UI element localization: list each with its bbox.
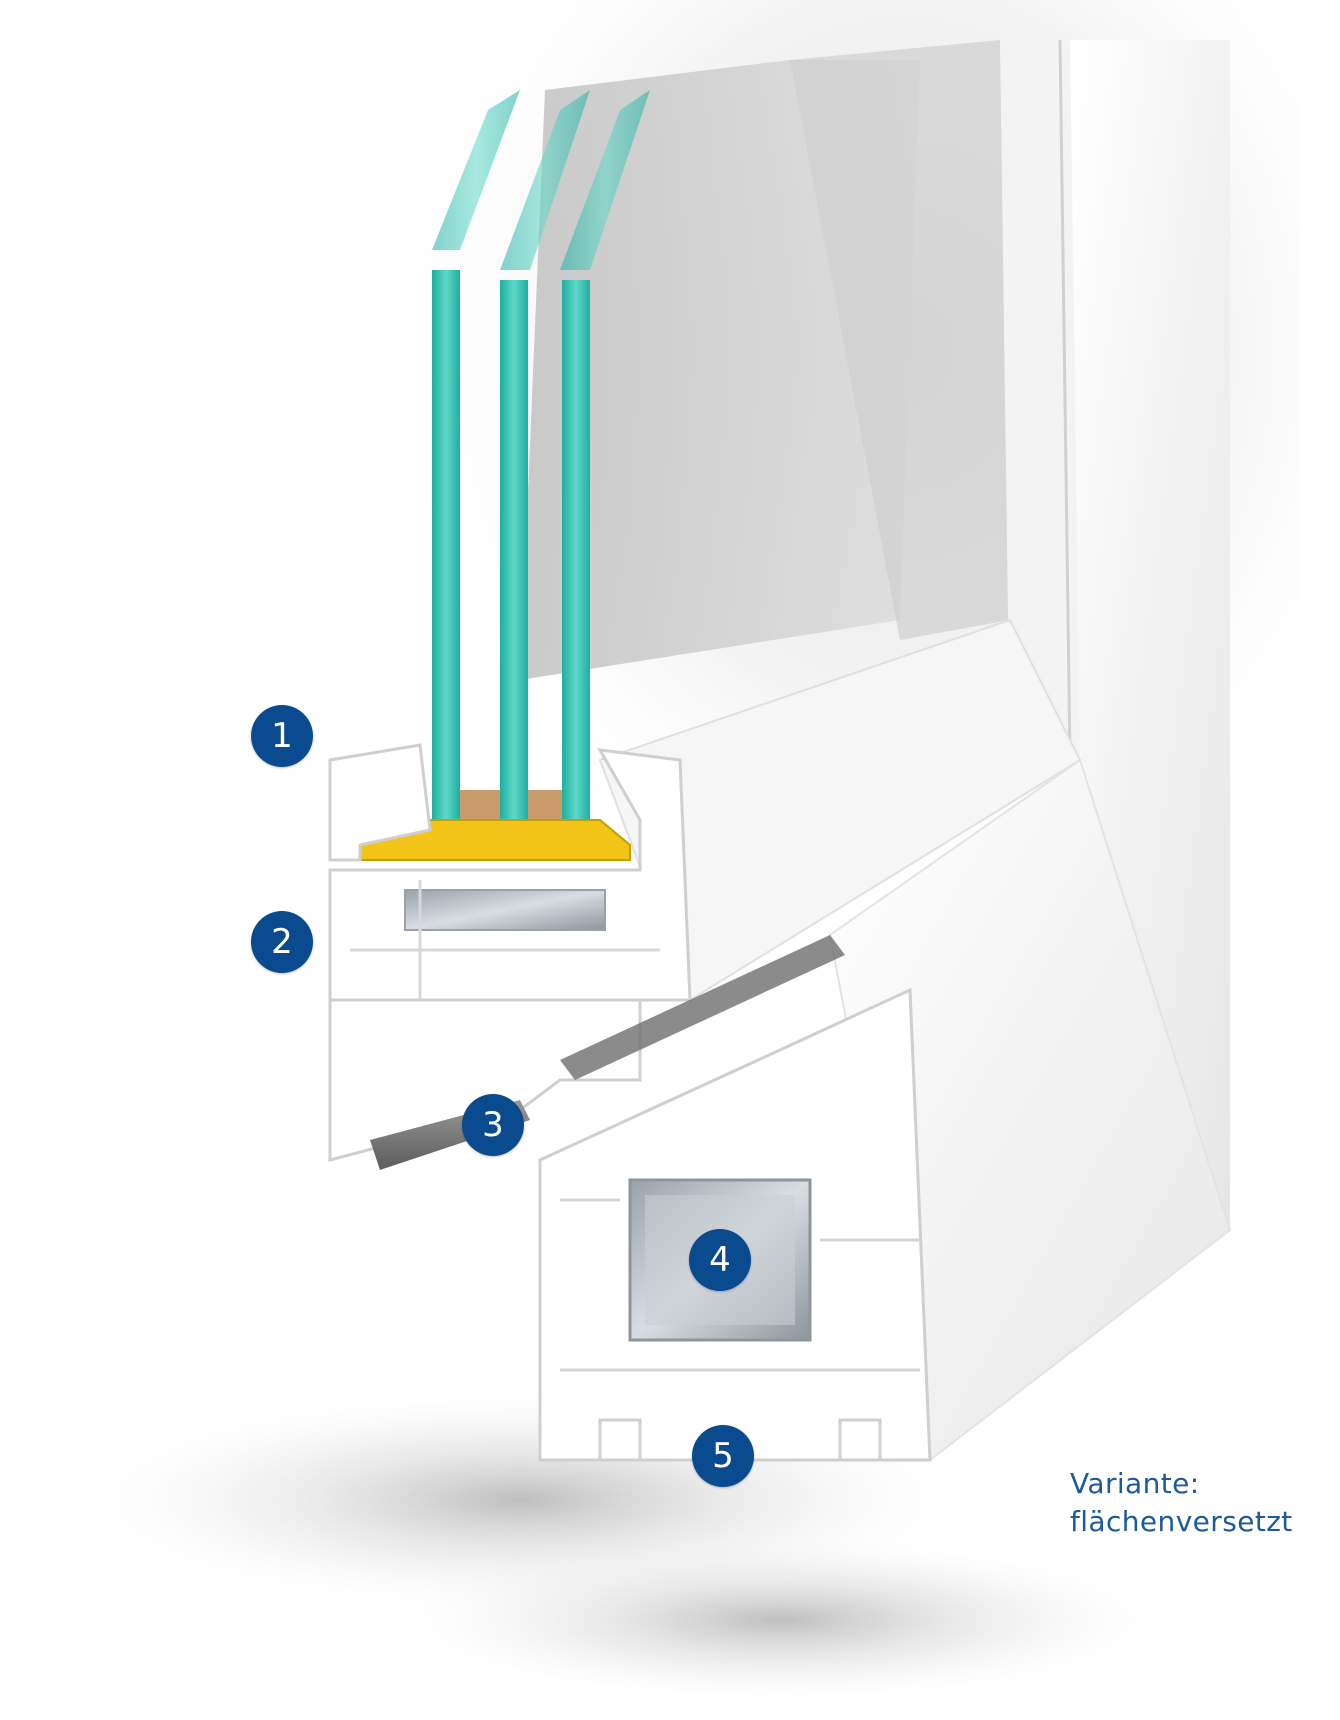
- frame-foot-1: [598, 1418, 642, 1460]
- inner-pane-side: [790, 40, 1010, 640]
- frame-edge-line: [1058, 39, 1072, 761]
- marker-1: 1: [251, 705, 313, 767]
- sash-glazing-bead: [328, 743, 432, 862]
- glass-top-3: [560, 90, 650, 270]
- variant-caption-line-1: Variante:: [1070, 1467, 1200, 1500]
- frame-right-outer: [1070, 40, 1230, 1230]
- marker-5: 5: [692, 1425, 754, 1487]
- spacer-1: [460, 790, 500, 820]
- marker-4: 4: [689, 1229, 751, 1291]
- glass-pane-1: [432, 270, 460, 840]
- marker-3: 3: [462, 1094, 524, 1156]
- seal-rail: [560, 935, 845, 1080]
- variant-caption-line-2: flächenversetzt: [1070, 1505, 1293, 1538]
- floor-shadow-right: [360, 1530, 1200, 1710]
- sash-lower-profile: [328, 998, 642, 1162]
- glass-top-1: [432, 90, 520, 250]
- glass-pane-2: [500, 280, 528, 840]
- frame-right-inner: [1000, 40, 1080, 760]
- sash-reinforcement: [404, 889, 606, 931]
- frame-foot-2: [838, 1418, 882, 1460]
- marker-2: 2: [251, 911, 313, 973]
- spacer-2: [528, 790, 562, 820]
- glass-top-2: [500, 90, 590, 270]
- glass-pane-3: [562, 280, 590, 840]
- variant-caption: Variante: flächenversetzt: [1070, 1465, 1293, 1541]
